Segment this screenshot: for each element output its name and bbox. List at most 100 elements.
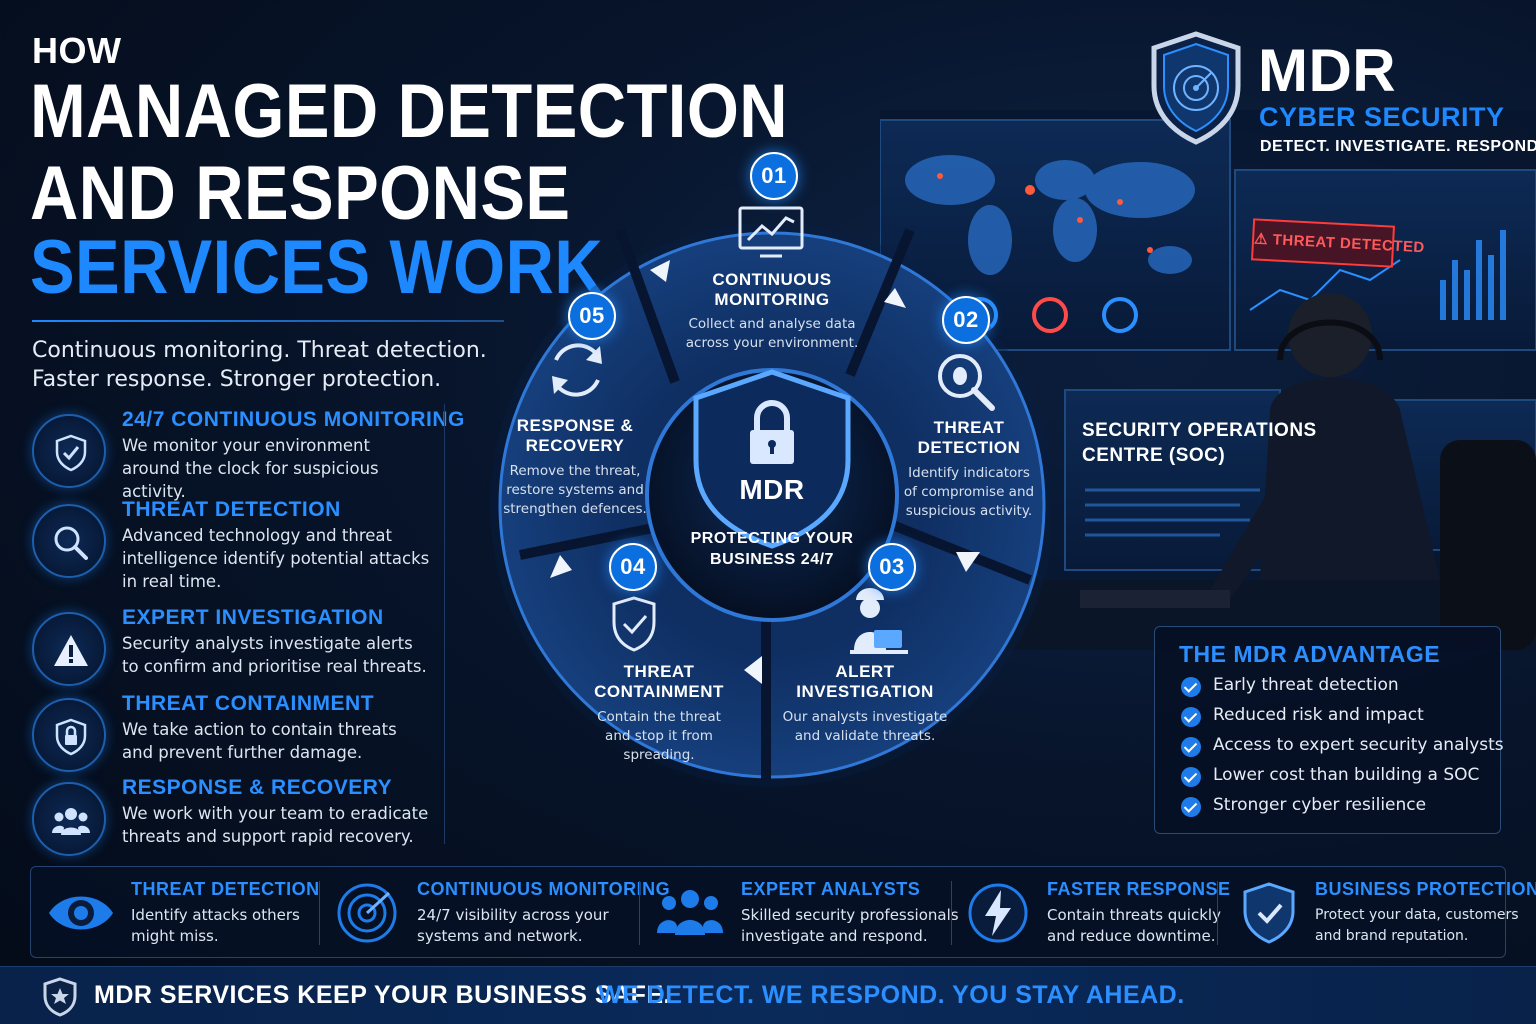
step-desc: Contain the threat and stop it from spre… [584, 708, 734, 765]
step-title: CONTINUOUS MONITORING [672, 270, 872, 310]
step-desc-line: spreading. [623, 747, 695, 763]
step-title-line: DETECTION [917, 438, 1021, 457]
team-icon [32, 782, 106, 856]
step-title: THREAT CONTAINMENT [584, 662, 734, 702]
step-badge-04: 04 [609, 543, 657, 591]
step-desc: Our analysts investigate and validate th… [780, 708, 950, 746]
check-icon [1181, 707, 1201, 727]
shield-check-icon [32, 414, 106, 488]
step-desc-line: suspicious activity. [905, 503, 1033, 519]
benefit-title: FASTER RESPONSE [1047, 879, 1231, 899]
advantage-item: Lower cost than building a SOC [1181, 763, 1501, 793]
benefit-desc-line: Skilled security professionals [741, 906, 959, 924]
benefit-divider [319, 881, 320, 945]
refresh-cycle-icon [552, 343, 602, 397]
benefit-title: BUSINESS PROTECTION [1315, 879, 1536, 899]
advantage-label: Stronger cyber resilience [1213, 795, 1427, 815]
check-icon [1181, 797, 1201, 817]
benefit-title: THREAT DETECTION [131, 879, 320, 899]
center-caption-line: BUSINESS 24/7 [710, 551, 834, 568]
step-title-line: THREAT [623, 662, 695, 681]
feature-title: THREAT DETECTION [122, 498, 341, 521]
step-desc-line: Identify indicators [908, 465, 1030, 481]
feature-title: EXPERT INVESTIGATION [122, 606, 384, 629]
step-desc-line: of compromise and [903, 484, 1035, 500]
benefit-desc-line: might miss. [131, 927, 219, 945]
step-title-line: RECOVERY [525, 436, 625, 455]
soc-label: SECURITY OPERATIONS CENTRE (SOC) [1082, 418, 1317, 468]
step-title-line: RESPONSE & [516, 416, 634, 435]
advantage-item: Access to expert security analysts [1181, 733, 1504, 763]
step-badge-01: 01 [750, 152, 798, 200]
feature-desc: Advanced technology and threat intellige… [122, 526, 430, 591]
benefit-desc: Skilled security professionals investigat… [741, 905, 959, 947]
footer-banner: MDR SERVICES KEEP YOUR BUSINESS SAFE. WE… [0, 966, 1536, 1024]
analyst-laptop-icon [850, 588, 908, 654]
step-desc-line: Contain the threat [597, 709, 721, 725]
benefit-desc-line: Protect your data, customers [1315, 907, 1519, 923]
people-icon [657, 890, 723, 935]
step-desc: Identify indicators of compromise and su… [889, 464, 1049, 521]
step-desc: Remove the threat, restore systems and s… [500, 462, 650, 519]
eye-icon [49, 896, 113, 930]
center-caption-line: PROTECTING YOUR [690, 530, 854, 547]
benefit-desc-line: Identify attacks others [131, 906, 300, 924]
step-desc-line: across your environment. [685, 335, 859, 351]
step-title-line: INVESTIGATION [796, 682, 934, 701]
benefit-desc: Identify attacks others might miss. [131, 905, 300, 947]
benefit-desc-line: investigate and respond. [741, 927, 928, 945]
benefit-expert-analysts: EXPERT ANALYSTS Skilled security profess… [641, 867, 959, 959]
feature-desc: We take action to contain threats and pr… [122, 720, 397, 762]
feature-title: 24/7 CONTINUOUS MONITORING [122, 408, 465, 431]
step-desc-line: restore systems and [506, 482, 644, 498]
step-desc-line: Collect and analyse data [688, 316, 856, 332]
benefit-desc-line: systems and network. [417, 927, 583, 945]
step-desc: Collect and analyse data across your env… [672, 315, 872, 353]
star-shield-icon [43, 977, 77, 1017]
feature-threat-detection: THREAT DETECTION Advanced technology and… [32, 498, 432, 591]
feature-desc: We monitor your environment around the c… [122, 436, 379, 501]
step-title-line: CONTINUOUS [712, 270, 832, 289]
advantage-item: Reduced risk and impact [1181, 703, 1501, 733]
advantage-title: THE MDR ADVANTAGE [1179, 641, 1441, 667]
lock-shield-icon [32, 698, 106, 772]
center-caption: PROTECTING YOUR BUSINESS 24/7 [682, 528, 862, 570]
title-underline [32, 320, 504, 322]
page-subtitle: Continuous monitoring. Threat detection.… [32, 336, 502, 394]
feature-expert-investigation: EXPERT INVESTIGATION Security analysts i… [32, 606, 432, 686]
step-title: ALERT INVESTIGATION [780, 662, 950, 702]
subtitle-line-2: Faster response. Stronger protection. [32, 367, 442, 392]
advantage-item: Early threat detection [1181, 673, 1501, 703]
benefit-divider [639, 881, 640, 945]
step-desc-line: Our analysts investigate [782, 709, 948, 725]
warning-icon: ⚠ [1253, 230, 1274, 249]
benefit-divider [1217, 881, 1218, 945]
shield-check-icon [612, 596, 656, 652]
brand-tagline: DETECT. INVESTIGATE. RESPOND. [1260, 138, 1536, 155]
benefit-threat-detection: THREAT DETECTION Identify attacks others… [31, 867, 321, 959]
step-desc-line: and stop it from [605, 728, 713, 744]
left-divider [444, 404, 445, 844]
step-badge-05: 05 [568, 292, 616, 340]
step-title-line: CONTAINMENT [594, 682, 724, 701]
page-title-line-1: MANAGED DETECTION [30, 69, 789, 154]
step-desc-line: strengthen defences. [503, 501, 647, 517]
soc-line-2: CENTRE (SOC) [1082, 445, 1226, 466]
warning-icon [32, 612, 106, 686]
shield-icon [1243, 882, 1295, 944]
radar-icon [337, 883, 397, 943]
step-badge-03: 03 [868, 543, 916, 591]
benefit-divider [951, 881, 952, 945]
step-title-line: THREAT [933, 418, 1005, 437]
monitor-chart-icon [738, 206, 804, 258]
soc-line-1: SECURITY OPERATIONS [1082, 420, 1317, 441]
step-title-line: MONITORING [714, 290, 830, 309]
feature-response-recovery: RESPONSE & RECOVERY We work with your te… [32, 776, 432, 856]
feature-desc: Security analysts investigate alerts to … [122, 634, 427, 676]
feature-title: RESPONSE & RECOVERY [122, 776, 393, 799]
feature-desc: We work with your team to eradicate thre… [122, 804, 429, 846]
step-desc-line: and validate threats. [794, 728, 936, 744]
subtitle-line-1: Continuous monitoring. Threat detection. [32, 338, 487, 363]
benefit-title: EXPERT ANALYSTS [741, 879, 921, 899]
